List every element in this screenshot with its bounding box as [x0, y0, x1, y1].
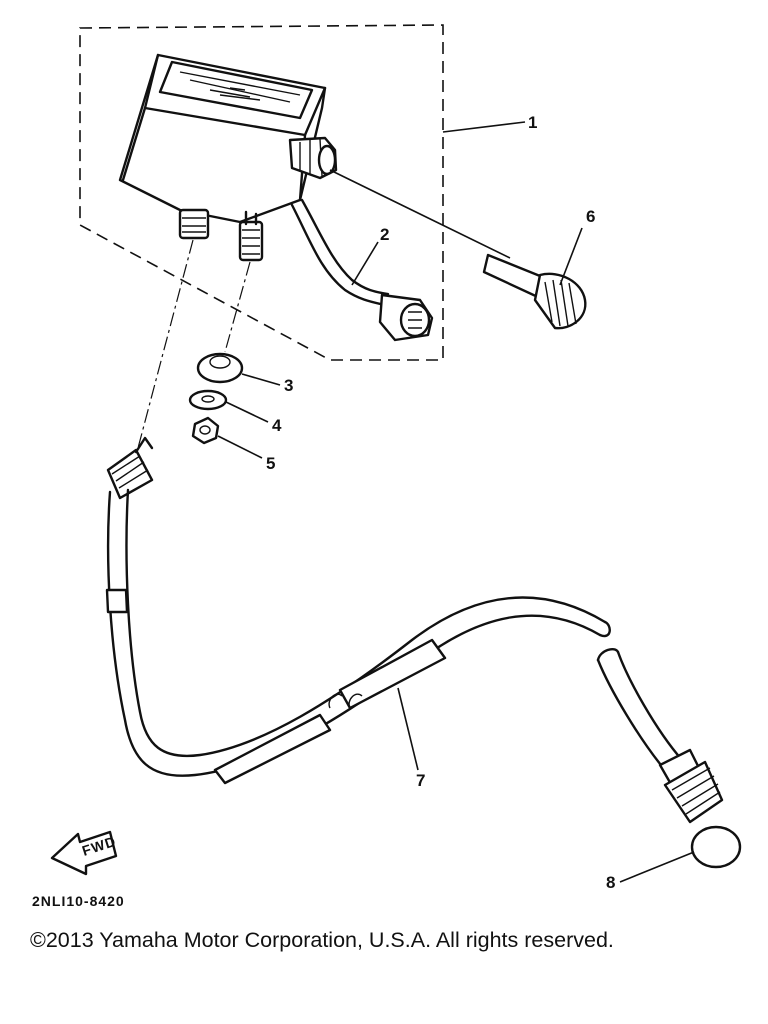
- callout-3: 3: [284, 376, 293, 395]
- part-code: 2NLI10-8420: [32, 893, 125, 909]
- callout-6: 6: [586, 207, 595, 226]
- callout-2: 2: [380, 225, 389, 244]
- callout-8: 8: [606, 873, 615, 892]
- plain-washer: [188, 389, 228, 411]
- trip-knob: [329, 169, 587, 330]
- copyright-notice: ©2013 Yamaha Motor Corporation, U.S.A. A…: [30, 928, 614, 952]
- callout-1: 1: [528, 113, 537, 132]
- callout-7: 7: [416, 771, 425, 790]
- assembly-boundary: [79, 24, 444, 361]
- speedometer-cable: [105, 436, 724, 824]
- hex-nut: [191, 416, 220, 445]
- callout-5: 5: [266, 454, 275, 473]
- speedometer-housing: [118, 53, 338, 262]
- forward-direction-arrow: FWD: [50, 830, 118, 876]
- rubber-cap: [690, 825, 742, 869]
- callout-4: 4: [272, 416, 282, 435]
- wire-harness: [290, 198, 434, 342]
